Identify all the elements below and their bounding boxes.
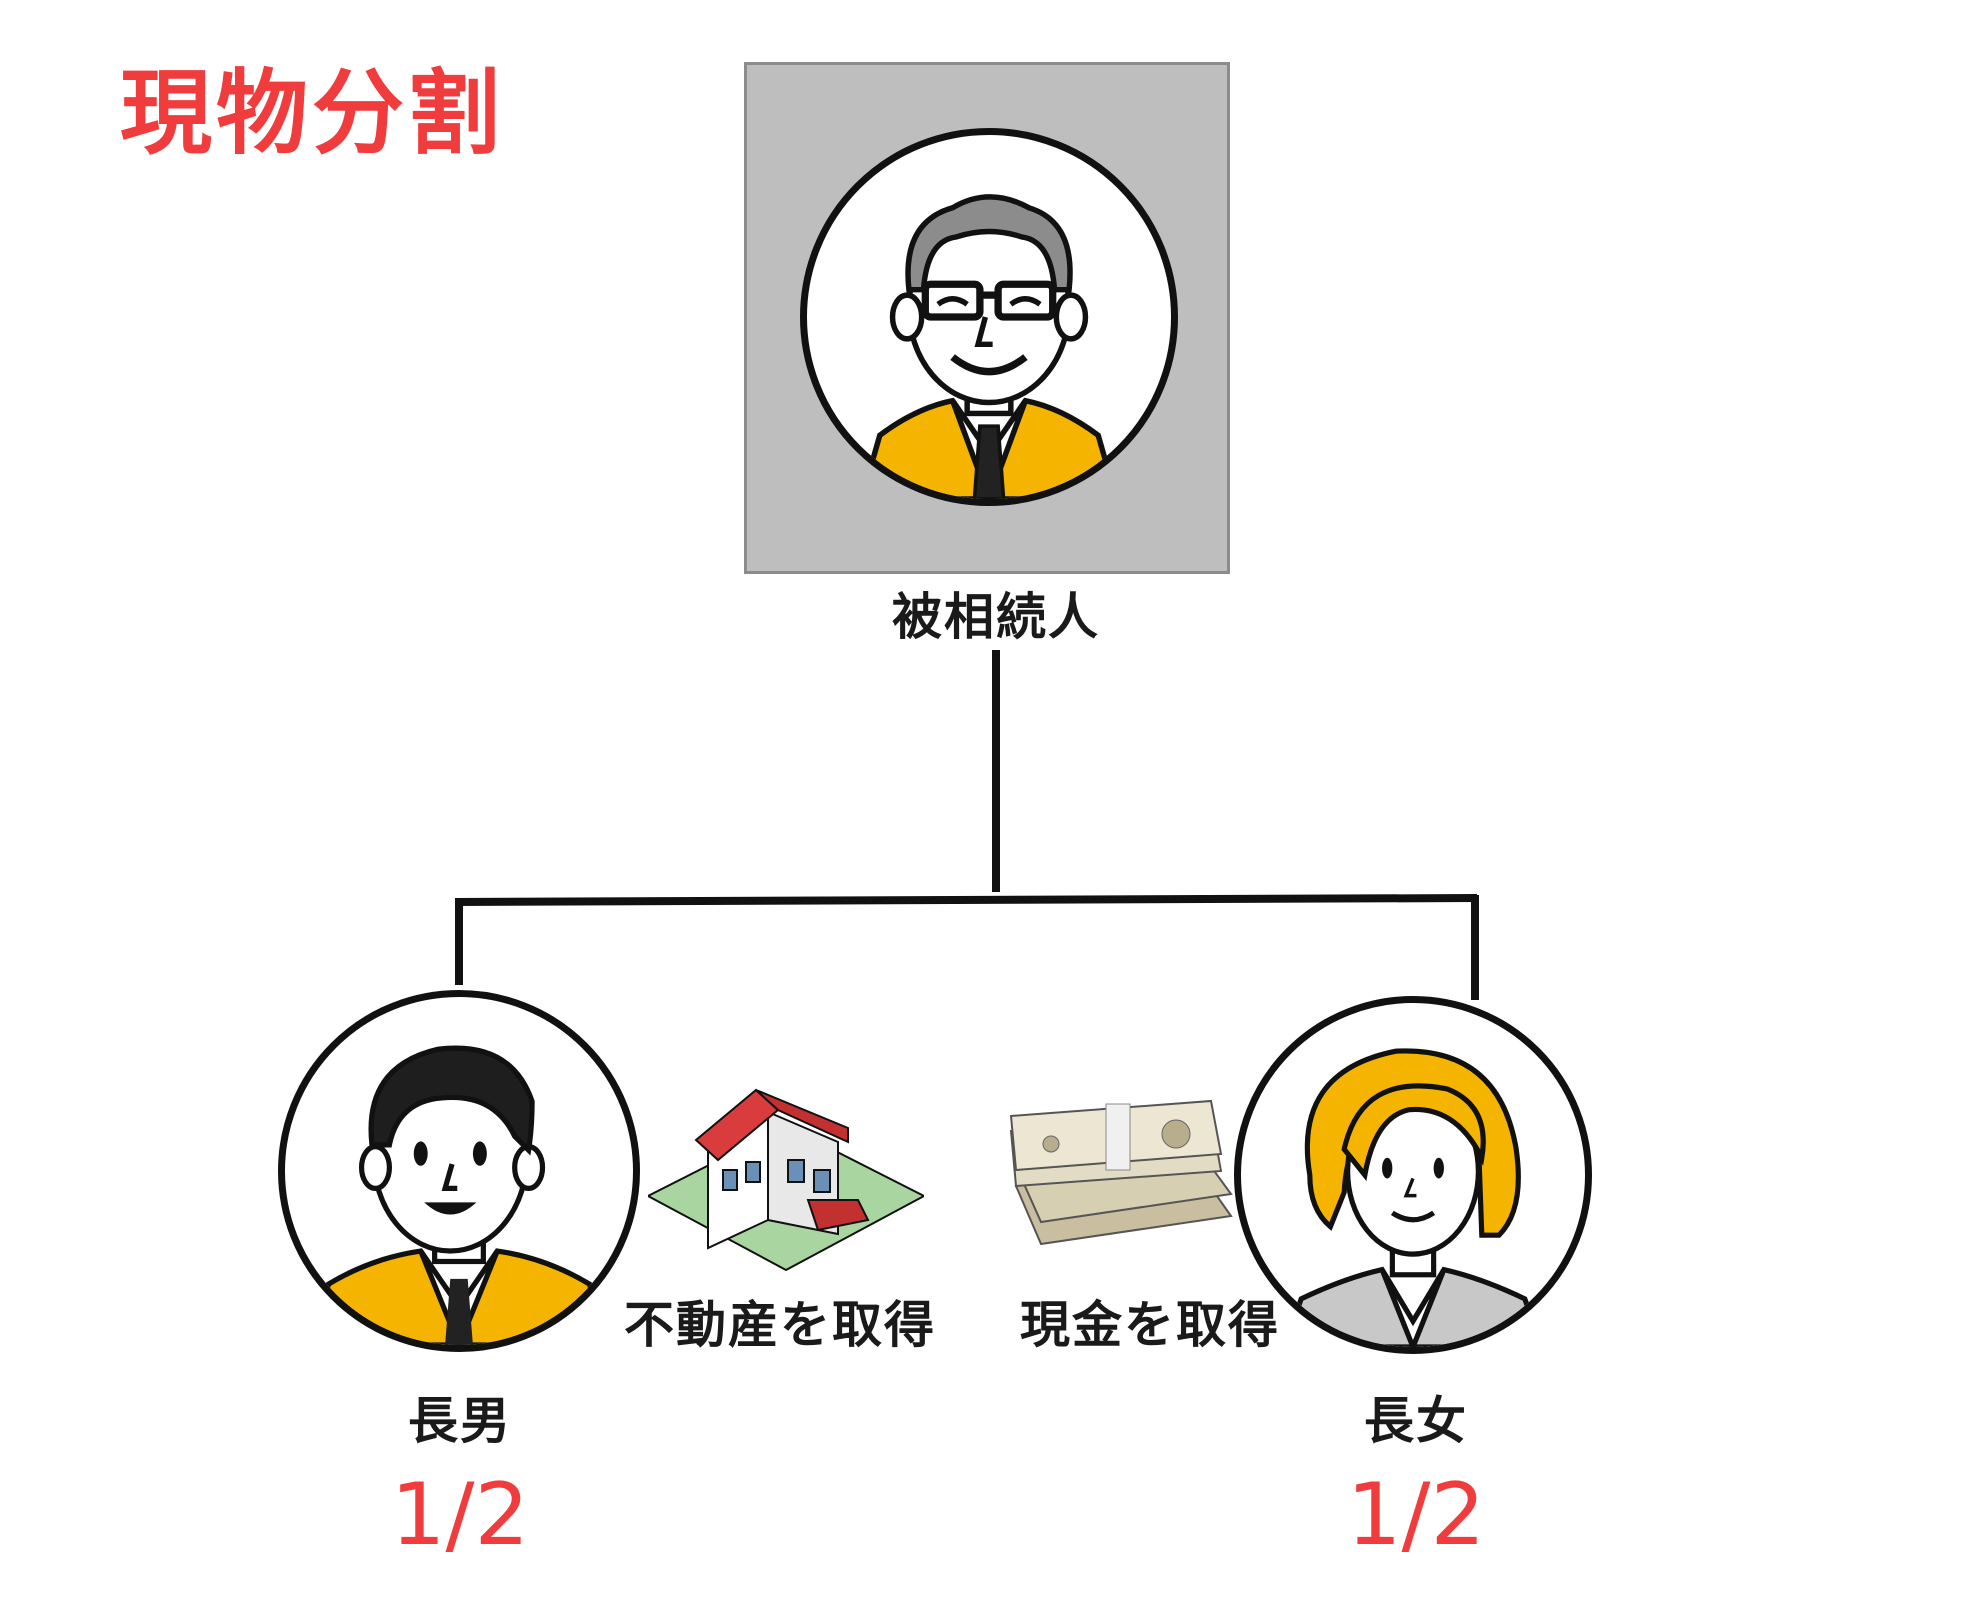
eldest-son-avatar bbox=[278, 990, 640, 1352]
daughter-icon bbox=[1281, 1048, 1545, 1347]
branch-line bbox=[454, 894, 1478, 906]
grandfather-icon bbox=[858, 194, 1120, 499]
deceased-label: 被相続人 bbox=[892, 588, 1100, 646]
deceased-avatar bbox=[800, 128, 1178, 506]
page-title: 現物分割 bbox=[120, 60, 505, 167]
cash-icon bbox=[1009, 1099, 1233, 1246]
cash-label: 現金を取得 bbox=[1020, 1296, 1280, 1354]
eldest-daughter-avatar bbox=[1234, 996, 1592, 1354]
son-icon bbox=[308, 1045, 610, 1345]
house-icon bbox=[648, 1088, 924, 1272]
eldest-son-label: 長男 bbox=[408, 1392, 512, 1450]
real-estate-label: 不動産を取得 bbox=[624, 1296, 936, 1354]
eldest-daughter-label: 長女 bbox=[1364, 1392, 1468, 1450]
eldest-daughter-share: 1/2 bbox=[1346, 1465, 1486, 1565]
eldest-son-share: 1/2 bbox=[390, 1465, 530, 1565]
